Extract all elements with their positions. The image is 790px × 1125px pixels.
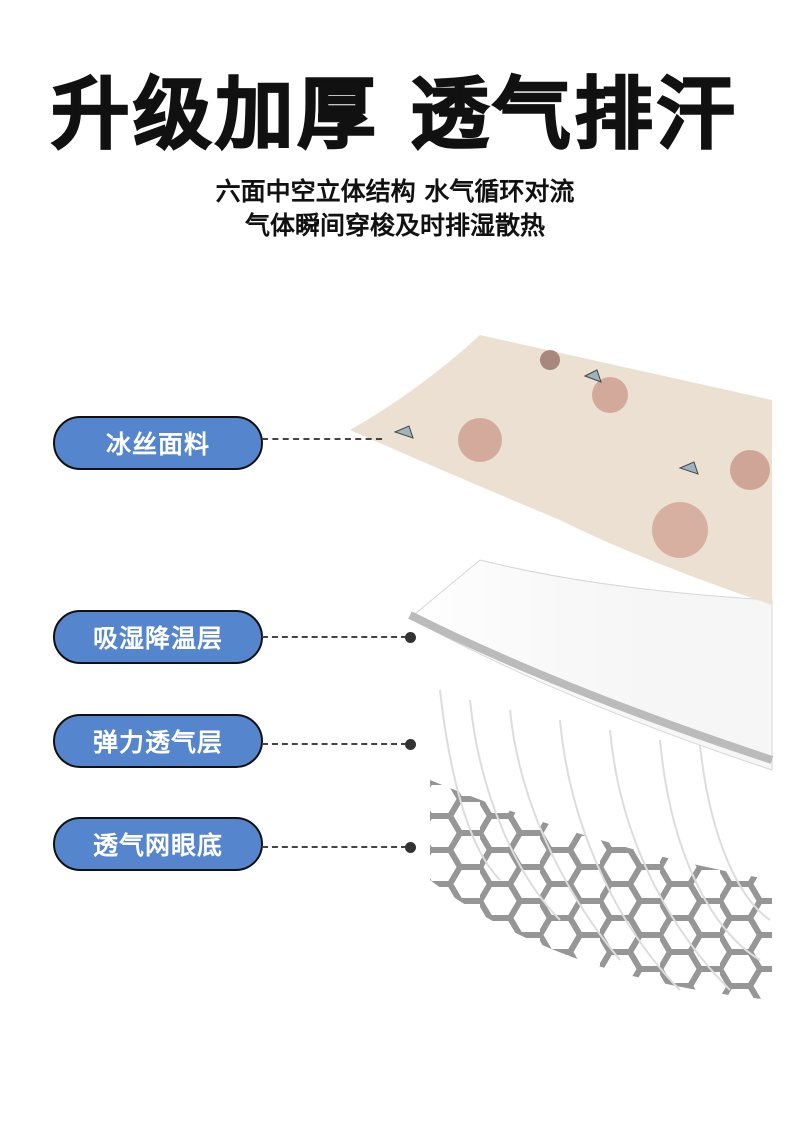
subtitle-line-2: 气体瞬间穿梭及时排湿散热 (244, 211, 545, 240)
mesh-base-layer (430, 780, 772, 1000)
layer-label-mesh-base: 透气网眼底 (53, 817, 263, 871)
layer-label-ice-silk-fabric: 冰丝面料 (53, 416, 263, 470)
leader-line (262, 743, 407, 745)
headline: 升级加厚 透气排汗 (50, 69, 739, 161)
layer-label-elastic-breathable: 弹力透气层 (53, 714, 263, 768)
leader-line (262, 636, 407, 638)
leader-dot (405, 739, 416, 750)
elastic-fiber-layer (439, 689, 771, 991)
ice-silk-fabric-layer (350, 335, 772, 605)
leader-line (262, 846, 407, 848)
subtitle-line-1: 六面中空立体结构 水气循环对流 (215, 177, 575, 206)
absorbent-cooling-layer (408, 559, 774, 771)
leader-dot (405, 842, 416, 853)
leader-dot (405, 632, 416, 643)
layer-label-absorbent-cooling: 吸湿降温层 (53, 610, 263, 664)
leader-line (262, 438, 382, 440)
